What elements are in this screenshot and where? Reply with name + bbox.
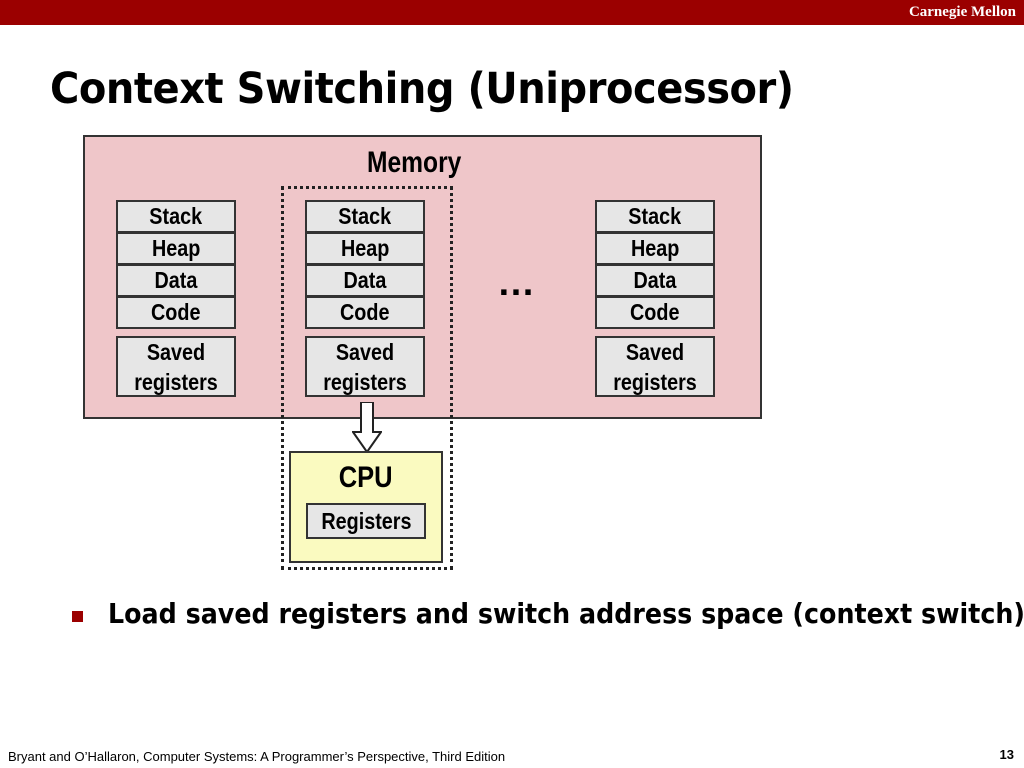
cpu-box: CPU Registers bbox=[289, 451, 443, 563]
saved-registers: Saved registers bbox=[595, 336, 715, 397]
cpu-registers: Registers bbox=[306, 503, 426, 539]
code-segment: Code bbox=[595, 296, 715, 329]
code-segment: Code bbox=[116, 296, 236, 329]
memory-label: Memory bbox=[367, 146, 462, 179]
process-address-space: Stack Heap Data Code Saved registers bbox=[116, 200, 236, 397]
header-bar: Carnegie Mellon bbox=[0, 0, 1024, 25]
institution-name: Carnegie Mellon bbox=[908, 4, 1016, 20]
slide-title: Context Switching (Uniprocessor) bbox=[50, 64, 794, 114]
process-address-space: Stack Heap Data Code Saved registers bbox=[305, 200, 425, 397]
ellipsis: … bbox=[497, 262, 536, 304]
data-segment: Data bbox=[305, 264, 425, 297]
page-number: 13 bbox=[999, 747, 1014, 762]
saved-registers: Saved registers bbox=[305, 336, 425, 397]
heap-segment: Heap bbox=[595, 232, 715, 265]
heap-segment: Heap bbox=[116, 232, 236, 265]
footer-citation: Bryant and O’Hallaron, Computer Systems:… bbox=[8, 749, 506, 764]
stack-segment: Stack bbox=[595, 200, 715, 233]
code-segment: Code bbox=[305, 296, 425, 329]
cpu-label: CPU bbox=[339, 461, 393, 494]
data-segment: Data bbox=[595, 264, 715, 297]
stack-segment: Stack bbox=[305, 200, 425, 233]
stack-segment: Stack bbox=[116, 200, 236, 233]
load-arrow-icon bbox=[352, 402, 382, 454]
saved-registers: Saved registers bbox=[116, 336, 236, 397]
heap-segment: Heap bbox=[305, 232, 425, 265]
current-process-highlight bbox=[281, 186, 453, 570]
data-segment: Data bbox=[116, 264, 236, 297]
bullet-text: Load saved registers and switch address … bbox=[108, 597, 1024, 630]
bullet-square-icon bbox=[72, 611, 83, 622]
process-address-space: Stack Heap Data Code Saved registers bbox=[595, 200, 715, 397]
